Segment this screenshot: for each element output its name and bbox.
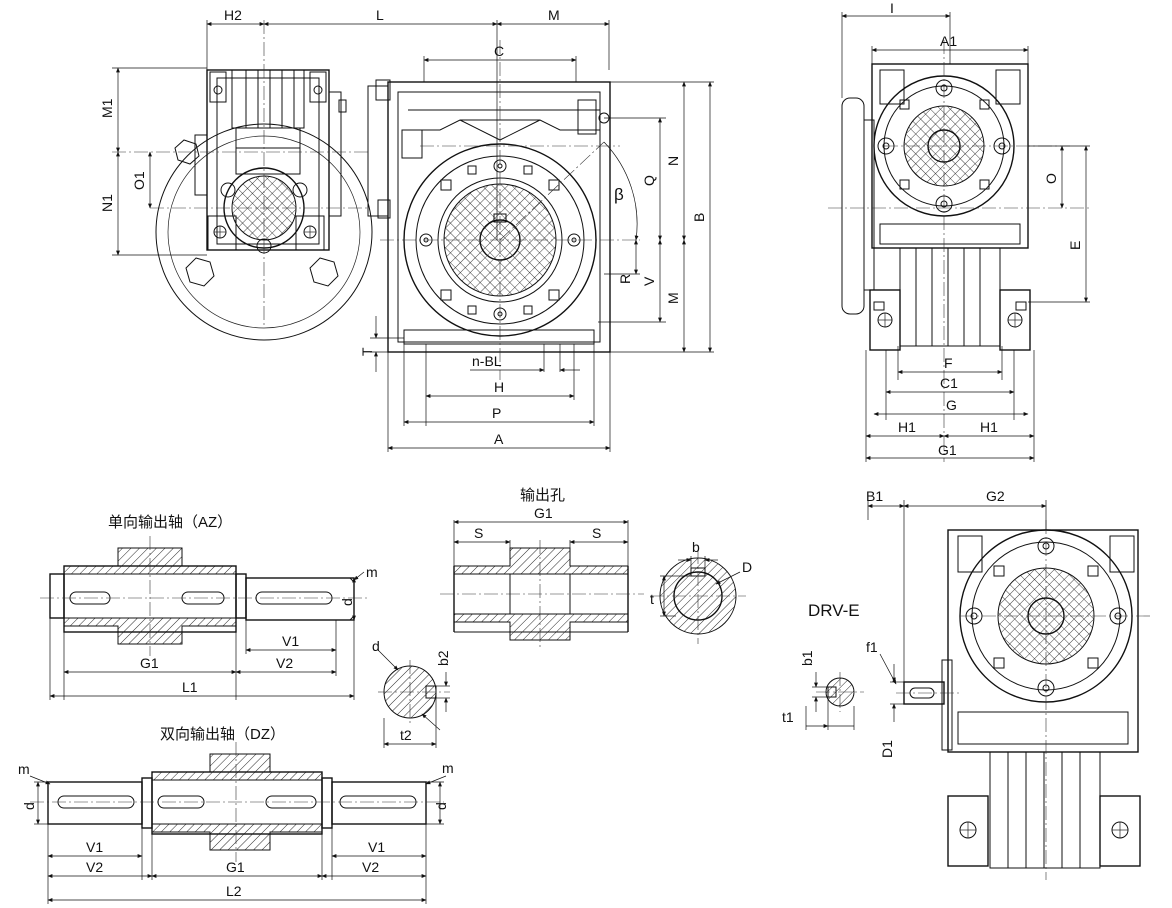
dim-v1-double-left: V1 [86,839,103,855]
dim-g1-double: G1 [226,859,245,875]
dim-t1: t1 [782,709,794,725]
dim-m-double-right: m [442,760,454,776]
dim-beta: β [614,185,624,204]
dim-g: G [946,397,957,413]
dim-b-bore: b [692,539,700,555]
dim-a1: A1 [940,33,957,49]
dim-g1-single: G1 [140,655,159,671]
single-shaft-title: 单向输出轴（AZ） [108,514,232,531]
dim-v1-single: V1 [282,633,299,649]
hollow-bore-view: 输出孔 G1 S S [440,487,644,650]
dim-r: R [617,274,633,284]
front-view: C Q N B R V M β T n-BL H [359,40,714,452]
dim-d-bore: D [742,559,752,575]
dim-s-right: S [592,525,601,541]
drv-e-view: DRV-E [782,488,1150,880]
dim-m-double-left: m [18,761,30,777]
dim-h: H [494,379,504,395]
dim-n: N [665,156,681,166]
double-shaft-title: 双向输出轴（DZ） [160,726,285,743]
left-side-view: H2 L M M1 O1 N1 [99,7,610,341]
dim-b1: B1 [866,488,883,504]
dim-b1-small: b1 [799,650,815,666]
dim-g1-right: G1 [938,442,957,458]
dim-f: F [944,355,953,371]
right-side-view: I A1 O E F C1 G H1 H1 G1 [828,0,1090,462]
shaft-section-view: d b2 t2 [372,638,451,748]
dim-v: V [641,276,657,286]
dim-d-single: d [339,598,355,606]
dim-v1-double-right: V1 [368,839,385,855]
dim-l2: L2 [226,883,242,899]
dim-n-bl: n-BL [472,353,502,369]
dim-c: C [494,43,504,59]
dim-v2-single: V2 [276,655,293,671]
bore-section-view: b D t [650,539,752,644]
dim-h1-right: H1 [980,419,998,435]
dim-t2: t2 [400,727,412,743]
dim-s-left: S [474,525,483,541]
dim-i: I [890,0,894,16]
dim-b: B [691,213,707,222]
dim-d-double-right: d [433,802,449,810]
dim-a: A [494,431,504,447]
dim-n1: N1 [99,194,115,212]
dim-d-double-left: d [21,802,37,810]
dim-d1: D1 [879,740,895,758]
double-shaft-view: 双向输出轴（DZ） d m d m V1 [18,726,454,904]
dim-h2: H2 [224,7,242,23]
dim-l: L [376,7,384,23]
dim-g1-bore: G1 [534,505,553,521]
dim-t-bore: t [650,591,654,607]
dim-v2-double-left: V2 [86,859,103,875]
dim-d-section: d [372,638,380,654]
dim-f1: f1 [866,639,878,655]
dim-h1-left: H1 [898,419,916,435]
dim-v2-double-right: V2 [362,859,379,875]
single-shaft-view: 单向输出轴（AZ） d m V1 V2 G1 L1 [40,514,378,700]
dim-m-top: M [548,7,560,23]
dim-e: E [1067,241,1083,250]
dim-p: P [492,405,501,421]
dim-t: T [359,347,375,356]
dim-m-single: m [366,564,378,580]
dim-o1: O1 [131,171,147,190]
dim-g2: G2 [986,488,1005,504]
dim-l1: L1 [182,679,198,695]
dim-m1: M1 [99,98,115,118]
drv-e-title: DRV-E [808,601,860,620]
dim-m-right: M [665,292,681,304]
dim-b2: b2 [435,650,451,666]
dim-q: Q [641,175,657,186]
dim-o: O [1043,173,1059,184]
hollow-bore-title: 输出孔 [520,487,565,504]
dim-c1: C1 [940,375,958,391]
